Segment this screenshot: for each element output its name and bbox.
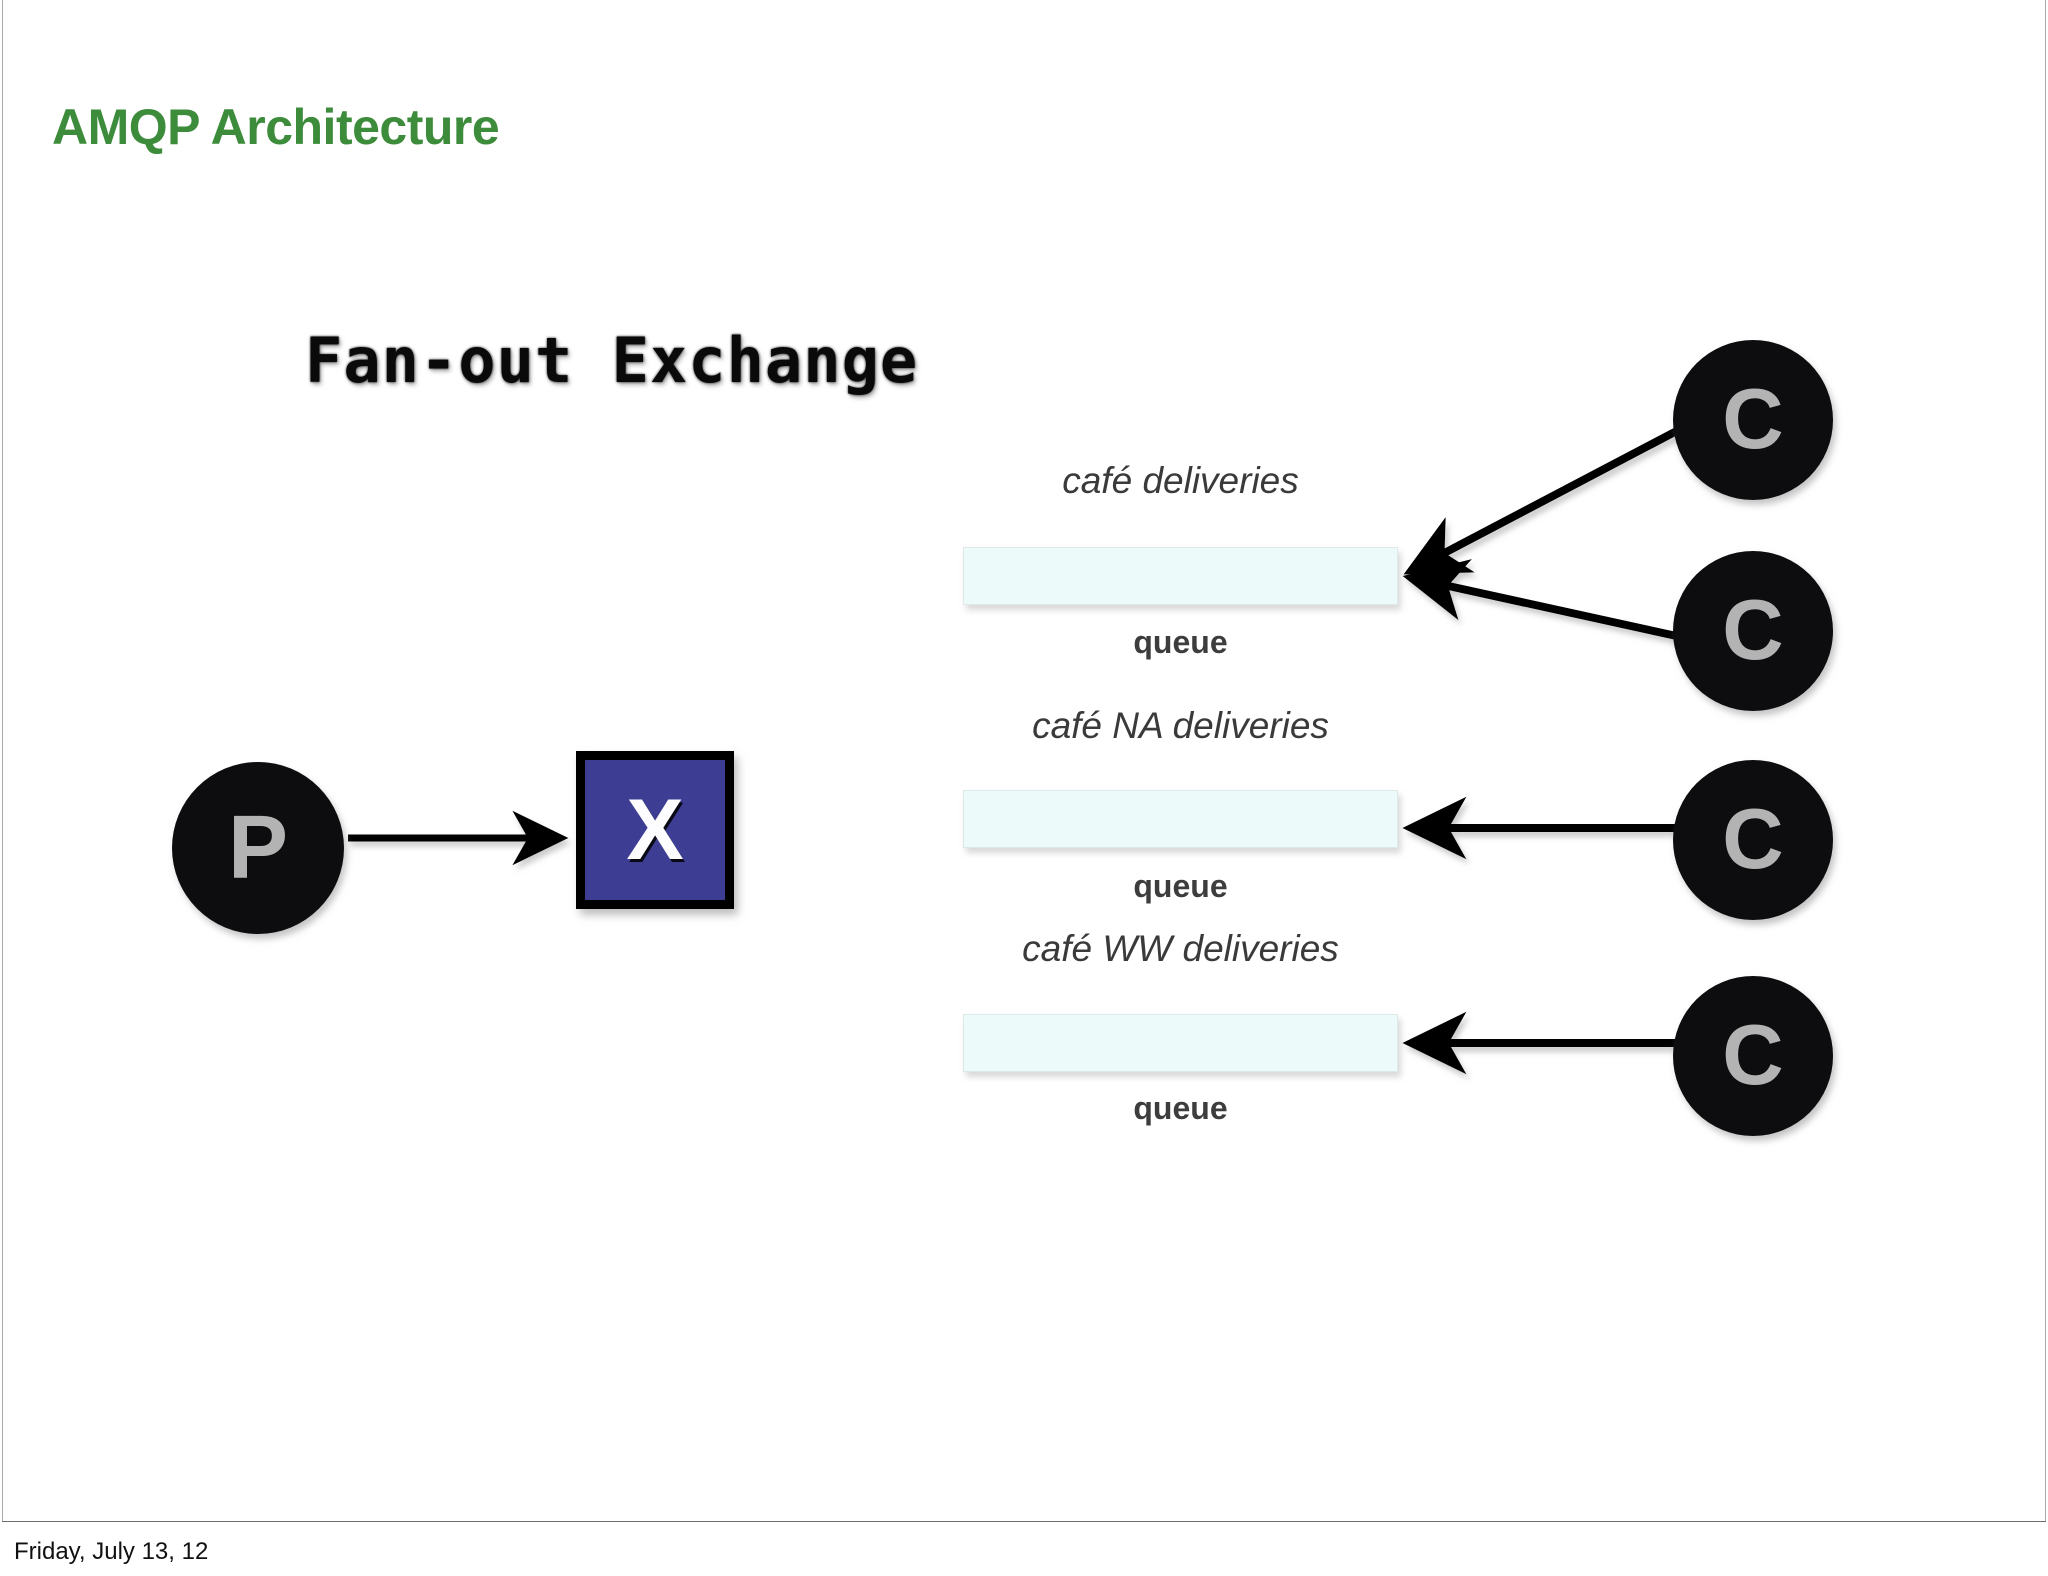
consumer-label-3: C xyxy=(1722,1008,1784,1103)
exchange-label: X xyxy=(626,782,684,878)
arrow-consumer2-to-queue1 xyxy=(1402,559,1691,643)
slide-border-right xyxy=(2045,0,2046,1522)
queue-label-2: café WW deliveries xyxy=(1022,928,1339,969)
consumer-label-2: C xyxy=(1722,792,1784,887)
consumer-label-1: C xyxy=(1722,583,1784,678)
diagram-heading: Fan-out Exchange xyxy=(305,324,919,397)
queue-caption-0: queue xyxy=(1133,624,1228,660)
producer-node[interactable]: P xyxy=(172,762,344,934)
consumer-label-0: C xyxy=(1722,372,1784,467)
arrow-consumer1-to-queue1 xyxy=(1403,420,1692,575)
queue-box-0[interactable] xyxy=(963,547,1398,605)
queue-caption-2: queue xyxy=(1133,1090,1228,1126)
queue-caption-1: queue xyxy=(1133,868,1228,904)
producer-label: P xyxy=(227,797,289,898)
queue-label-1: café NA deliveries xyxy=(1032,705,1329,746)
slide-border-left xyxy=(2,0,3,1522)
consumer-node-2[interactable]: C xyxy=(1673,760,1833,920)
slide-border-bottom xyxy=(2,1521,2046,1522)
footer-date: Friday, July 13, 12 xyxy=(14,1538,209,1565)
consumer-node-1[interactable]: C xyxy=(1673,551,1833,711)
queue-label-0: café deliveries xyxy=(1062,460,1299,501)
queue-box-2[interactable] xyxy=(963,1014,1398,1072)
page-title: AMQP Architecture xyxy=(52,99,500,155)
consumer-node-0[interactable]: C xyxy=(1673,340,1833,500)
exchange-node[interactable]: X xyxy=(576,751,734,909)
consumer-node-3[interactable]: C xyxy=(1673,976,1833,1136)
queue-box-1[interactable] xyxy=(963,790,1398,848)
